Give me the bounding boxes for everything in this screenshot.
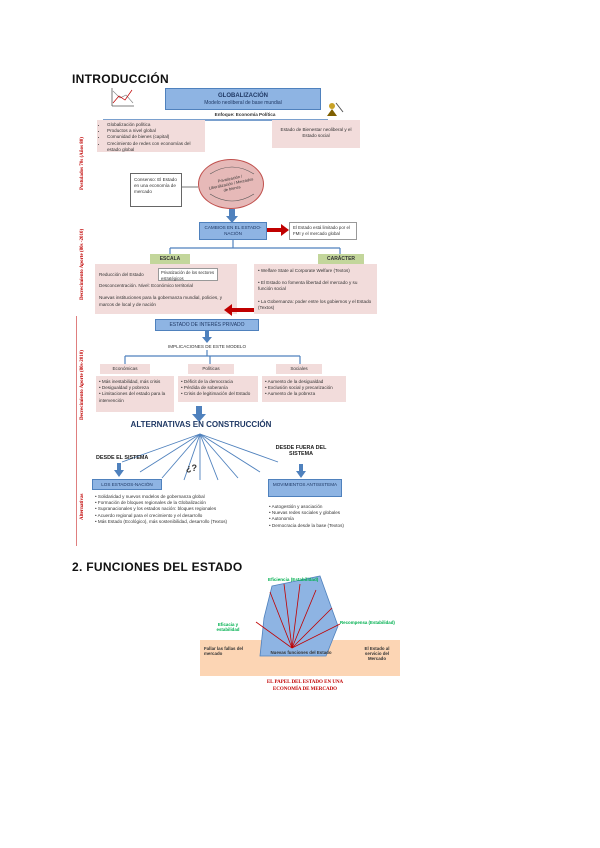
mid-connectors: [169, 240, 341, 254]
fallar-fallas-text: Fallar las fallas del mercado: [204, 646, 244, 656]
list-item: • Autonomía: [269, 516, 294, 522]
escala-inner-box: Privatización de los sectores estratégic…: [158, 268, 218, 281]
desde-fuera-label: DESDE FUERA DEL SISTEMA: [275, 445, 327, 457]
side-label-2: Decrecimiento Aporte (80s -2010): [80, 228, 85, 300]
list-item: • Formación de bloques regionales de la …: [95, 500, 206, 506]
list-item: • Exclusión social y precarización: [265, 385, 333, 391]
col-title-sociales: Sociales: [276, 364, 322, 374]
section-title-funciones: 2. FUNCIONES DEL ESTADO: [72, 560, 243, 574]
arrow-down-1: [226, 209, 238, 223]
list-item: • Pérdida de soberanía: [181, 385, 228, 391]
globalizacion-box: GLOBALIZACIÓN Modelo neoliberal de base …: [165, 88, 321, 110]
circle-node: [198, 159, 264, 209]
globalizacion-subtitle: Modelo neoliberal de base mundial: [204, 100, 282, 107]
col-politicas: • Déficit de la democracia • Pérdida de …: [178, 376, 258, 402]
estados-nacion-title: LOS ESTADOS-NACIÓN: [92, 479, 162, 490]
enfoque-label: Enfoque: Economía Política: [214, 112, 276, 117]
side-label-3: Decrecimiento Aporte (80s-2010): [80, 350, 85, 420]
list-item: Comunidad de bienes (capital): [107, 134, 202, 140]
servicio-mercado-text: El Estado al servicio del Mercado: [364, 646, 390, 661]
list-item: • Aumento de la desigualdad: [265, 379, 324, 384]
state-shape: [255, 575, 341, 657]
chart-icon: [111, 88, 134, 107]
caracter-item: • Welfare State al Corporate Welfare (Te…: [258, 268, 350, 273]
list-item: • Déficit de la democracia: [181, 379, 233, 384]
caracter-label: CARÁCTER: [318, 254, 364, 264]
caracter-item: • El Estado no fomenta libertad del merc…: [258, 280, 358, 292]
eficacia-label: Eficacia y estabilidad: [216, 622, 240, 632]
arrow-down-left: [114, 463, 124, 477]
desde-sistema-label: DESDE EL SISTEMA: [96, 455, 149, 461]
list-item: Crecimiento de redes con economías del e…: [107, 141, 202, 153]
eficiencia-label: Eficiencia (Estabilidad): [268, 577, 319, 582]
question-mark: ¿?: [186, 463, 197, 473]
col-connectors: [124, 350, 301, 364]
movimientos-list: • Autogestión y asociación • Nuevas rede…: [266, 502, 366, 542]
postulados-list: Globalización política Productos a nivel…: [100, 122, 202, 153]
arrow-down-2: [202, 331, 212, 343]
estado-privado-box: ESTADO DE INTERÉS PRIVADO: [155, 319, 259, 331]
col-title-economicas: Económicas: [100, 364, 150, 374]
movimientos-title: MOVIMIENTOS ANTISISTEMA: [268, 479, 342, 497]
list-item: • Crisis de legitimación del Estado: [181, 391, 251, 397]
arrow-left: [182, 186, 198, 188]
side-label-1: Postulados 70s (Años 80): [80, 137, 85, 190]
col-title-politicas: Políticas: [188, 364, 234, 374]
list-item: • Limitaciones del estado para la interv…: [99, 391, 166, 403]
arrow-down-3: [192, 406, 206, 422]
escala-label: ESCALA: [150, 254, 190, 264]
list-item: • Más Estado (Ecológico), más sostenibil…: [95, 518, 228, 524]
escala-item: Nuevas instituciones para la gobernanza …: [99, 295, 223, 307]
list-item: • Supranacionales y los estados nación: …: [95, 506, 217, 512]
consenso-box: Consenso: El Estado en una economía de m…: [130, 173, 182, 207]
limitado-box: El Estado está limitado por el FMI y el …: [289, 222, 357, 240]
list-item: • Desigualdad y pobreza: [99, 385, 149, 391]
list-item: • Democracia desde la base (Textos): [269, 522, 344, 528]
escala-item: Desconcentración. Nivel: Económico terri…: [99, 283, 193, 289]
side-rule: [76, 316, 77, 546]
list-item: • Solidaridad y nuevos modelos de gobern…: [95, 494, 205, 499]
col-sociales: • Aumento de la desigualdad • Exclusión …: [262, 376, 346, 402]
escala-item: Reducción del Estado: [99, 272, 144, 277]
recompensa-label: Recompensa (Estabilidad): [340, 620, 395, 625]
list-item: • Acuerdo regional para el crecimiento y…: [95, 512, 203, 518]
list-item: • Nuevas redes sociales y globales: [269, 510, 341, 516]
estado-bienestar-box: Estado de Bienestar neoliberal y el Esta…: [272, 120, 360, 148]
col-economicas: • Más inestabilidad, más crisis • Desigu…: [96, 376, 174, 412]
side-label-4: Alternativas: [80, 493, 85, 520]
list-item: • Aumento de la pobreza: [265, 391, 316, 397]
fan-arrows: [121, 433, 279, 481]
funciones-caption: EL PAPEL DEL ESTADO EN UNA ECONOMÍA DE M…: [266, 680, 344, 692]
list-item: • Más inestabilidad, más crisis: [99, 379, 161, 384]
red-arrow-right: [267, 224, 289, 236]
estados-nacion-list: • Solidaridad y nuevos modelos de gobern…: [92, 492, 260, 542]
circle-arrows: [209, 166, 255, 202]
postulados-box: Globalización política Productos a nivel…: [97, 120, 205, 152]
nuevas-funciones-text: Nuevas funciones del Estado: [270, 650, 332, 655]
caracter-item: • La Gobernanza: poder entre los gobiern…: [258, 298, 372, 310]
cambios-estado-box: CAMBIOS EN EL ESTADO-NACIÓN: [199, 222, 267, 240]
red-arrow-left: [224, 304, 254, 316]
implicaciones-label: IMPLICACIONES DE ESTE MODELO: [167, 344, 247, 349]
worker-icon: [327, 102, 344, 116]
arrow-down-right: [296, 464, 306, 478]
alternativas-title: ALTERNATIVAS EN CONSTRUCCIÓN: [130, 420, 272, 429]
globalizacion-title: GLOBALIZACIÓN: [218, 93, 268, 99]
list-item: • Autogestión y asociación: [269, 504, 323, 509]
caracter-box: • Welfare State al Corporate Welfare (Te…: [254, 264, 377, 314]
list-item: Globalización política: [107, 122, 202, 128]
section-title-introduccion: INTRODUCCIÓN: [72, 72, 169, 86]
list-item: Productos a nivel global: [107, 128, 202, 134]
